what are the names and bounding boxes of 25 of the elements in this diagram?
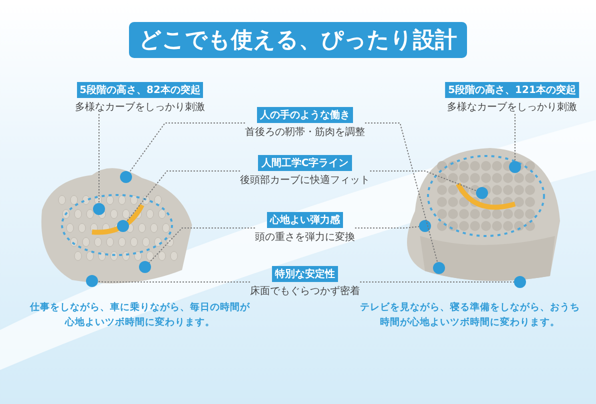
leader-line: [126, 170, 240, 222]
marker-dot: [514, 276, 526, 288]
feature-heading: 特別な安定性: [272, 266, 338, 282]
usage-caption: テレビを見ながら、寝る準備をしながら、おうち時間が心地よいツボ時間に変わります。: [359, 300, 581, 330]
leader-line: [148, 228, 256, 264]
feature-heading: 人間工学C字ライン: [258, 155, 352, 171]
feature-description: 床面でもぐらつかず密着: [250, 284, 360, 298]
leader-line: [98, 114, 100, 204]
title: どこでも使える、ぴったり設計: [129, 22, 467, 58]
leader-line: [354, 226, 420, 228]
feature-heading: 5段階の高さ、121本の突起: [445, 82, 579, 98]
feature-description: 多様なカーブをしっかり刺激: [75, 100, 205, 114]
leader-line: [364, 122, 438, 263]
feature-description: 多様なカーブをしっかり刺激: [447, 100, 577, 114]
leader-line: [370, 170, 477, 192]
feature-description: 頭の重さを弾力に変換: [255, 230, 355, 244]
feature-heading: 人の手のような働き: [257, 107, 353, 123]
feature-heading: 5段階の高さ、82本の突起: [76, 82, 204, 98]
leader-line: [514, 114, 516, 162]
feature-heading: 心地よい弾力感: [267, 212, 343, 228]
leader-line: [129, 122, 246, 173]
usage-caption: 仕事をしながら、車に乗りながら、毎日の時間が心地よいツボ時間に変わります。: [28, 300, 251, 330]
leader-line: [97, 281, 250, 282]
feature-description: 首後ろの靭帯・筋肉を調整: [245, 126, 365, 139]
feature-description: 後頭部カーブに快適フィット: [240, 174, 370, 187]
